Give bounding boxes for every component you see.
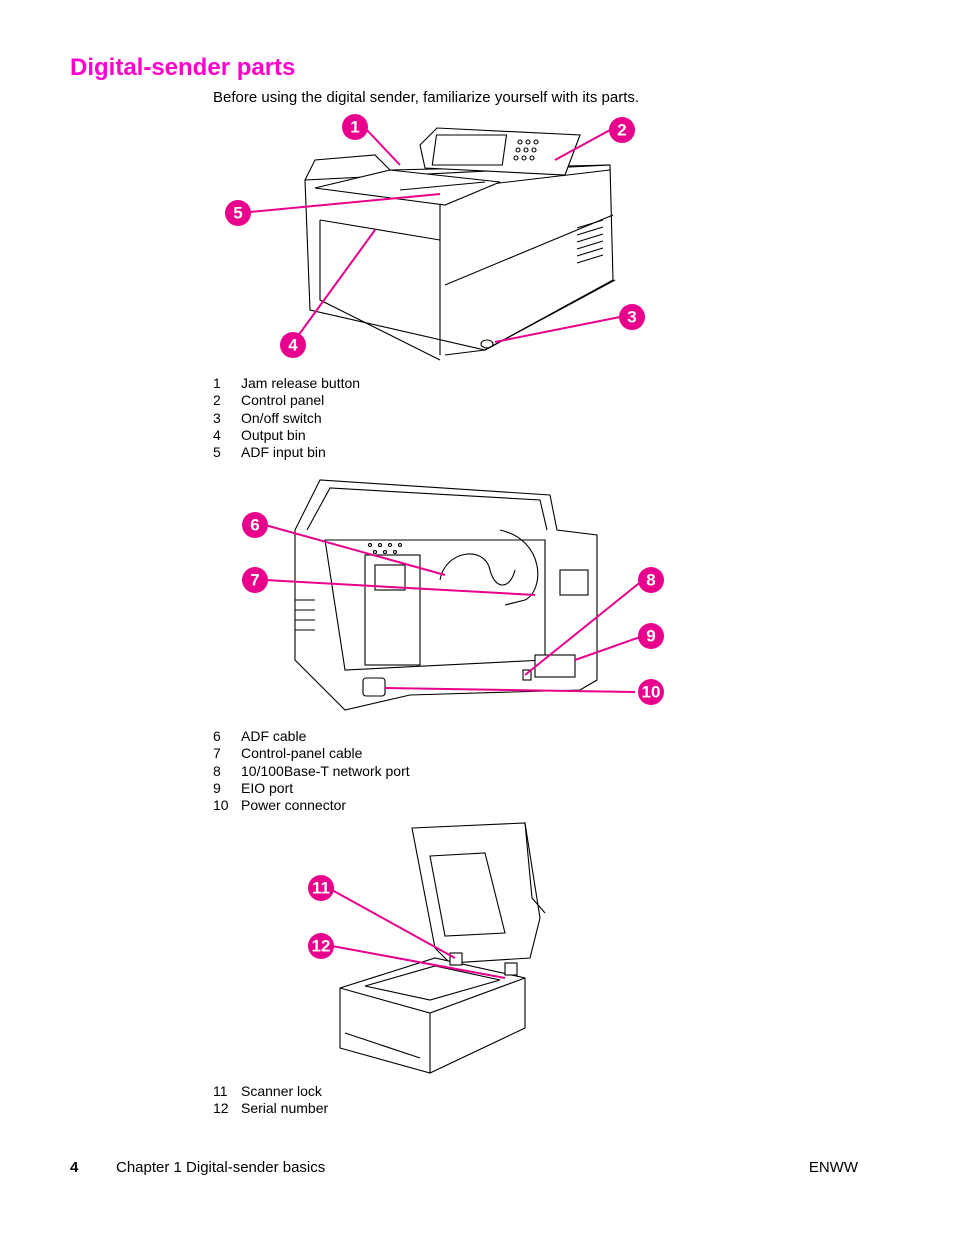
page-number: 4	[70, 1159, 79, 1176]
callout-10: 10	[638, 679, 664, 705]
page-title: Digital-sender parts	[70, 54, 296, 81]
side-vents	[576, 219, 604, 264]
callout-5: 5	[225, 200, 251, 226]
footer-right-label: ENWW	[808, 1159, 858, 1176]
svg-text:4: 4	[288, 336, 298, 355]
callout-12: 12	[308, 933, 334, 959]
svg-text:7: 7	[250, 571, 259, 590]
callout-11: 11	[308, 875, 334, 901]
callout-4: 4	[280, 332, 306, 358]
callout-1: 1	[342, 114, 368, 140]
intro-text: Before using the digital sender, familia…	[213, 89, 640, 106]
callout-8: 8	[638, 567, 664, 593]
scanner-lid-open-illustration: 11 12	[308, 822, 546, 1074]
callout-6: 6	[242, 512, 268, 538]
svg-text:2: 2	[617, 121, 626, 140]
callout-3: 3	[619, 304, 645, 330]
svg-text:3: 3	[627, 308, 636, 327]
rear-vents	[367, 542, 403, 555]
callout-7: 7	[242, 567, 268, 593]
front-view-illustration: 1 2 3 4 5	[225, 114, 645, 361]
svg-text:9: 9	[646, 627, 655, 646]
svg-text:10: 10	[642, 683, 661, 702]
keypad-buttons	[513, 139, 539, 161]
svg-text:11: 11	[312, 879, 330, 898]
chapter-title: Chapter 1 Digital-sender basics	[116, 1159, 326, 1176]
svg-text:12: 12	[312, 937, 331, 956]
svg-text:1: 1	[350, 118, 359, 137]
callout-2: 2	[609, 117, 635, 143]
callout-9: 9	[638, 623, 664, 649]
svg-text:8: 8	[646, 571, 655, 590]
rear-view-illustration: 6 7 8 9 10	[242, 479, 664, 711]
svg-text:6: 6	[250, 516, 259, 535]
svg-text:5: 5	[233, 204, 242, 223]
